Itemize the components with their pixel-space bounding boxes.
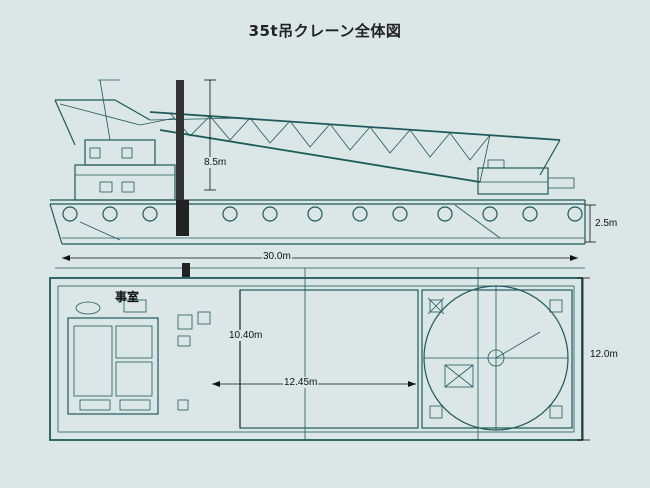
dim-label-hull-depth: 2.5m — [594, 218, 619, 229]
crane-base — [477, 159, 575, 195]
window — [121, 147, 133, 159]
crane-boom — [149, 111, 561, 183]
dim-label-beam: 12.0m — [589, 349, 619, 360]
counterweight — [547, 177, 575, 189]
fender — [567, 206, 583, 222]
drawing-title: 35t吊クレーン全体図 — [248, 22, 402, 40]
house-label: 事室 — [115, 290, 140, 304]
window — [99, 181, 113, 193]
side-elevation — [49, 79, 596, 245]
fender — [222, 206, 238, 222]
fender — [352, 206, 368, 222]
x-mark — [427, 297, 445, 315]
mast-plan-mark — [182, 263, 190, 277]
winch — [444, 364, 474, 388]
fitting — [177, 335, 191, 347]
pendant — [149, 117, 246, 121]
deckhouse-upper — [84, 139, 156, 166]
fender — [392, 206, 408, 222]
cab — [487, 159, 505, 169]
window — [89, 147, 101, 159]
plan-view — [49, 268, 590, 441]
antenna — [99, 79, 111, 141]
deckhouse-plan — [67, 299, 159, 415]
dim-label-length: 30.0m — [262, 251, 292, 262]
cabin — [115, 325, 153, 359]
bitt — [549, 299, 563, 313]
boom-bottom-chord — [159, 129, 481, 183]
dim-label-hold-width: 12.45m — [283, 377, 319, 388]
bitt — [177, 399, 189, 411]
fender — [62, 206, 78, 222]
deck-inner — [57, 285, 575, 433]
radius-line — [495, 331, 541, 359]
fitting — [197, 311, 211, 325]
mast-base — [176, 200, 189, 236]
fender — [102, 206, 118, 222]
mast — [176, 80, 184, 200]
bitt — [549, 405, 563, 419]
fender — [142, 206, 158, 222]
boom-lacing — [169, 112, 491, 183]
crane-pedestal-area — [421, 289, 573, 429]
fender — [307, 206, 323, 222]
arrow-left — [62, 255, 70, 261]
bow-rake — [49, 203, 63, 245]
back-stay — [59, 103, 176, 126]
a-frame-leg — [54, 99, 76, 146]
fender — [262, 206, 278, 222]
hatch — [123, 299, 147, 313]
fitting — [177, 314, 193, 330]
deckhouse-elevation — [74, 79, 176, 201]
bitt — [429, 405, 443, 419]
fender — [437, 206, 453, 222]
dim-label-hold-length: 10.40m — [228, 330, 264, 341]
cabin — [115, 361, 153, 397]
hull-brace — [454, 204, 501, 239]
house-outline — [67, 317, 159, 415]
cargo-hold — [239, 289, 419, 429]
winch-x — [444, 364, 474, 388]
fender — [522, 206, 538, 222]
a-frame-top — [55, 99, 151, 121]
arrow-right — [570, 255, 578, 261]
arrow-right — [408, 381, 416, 387]
boom-top-chord — [149, 111, 561, 141]
locker — [119, 399, 151, 411]
cabin — [73, 325, 113, 397]
dim-label-mast-height: 8.5m — [203, 157, 228, 168]
window — [121, 181, 135, 193]
bitt — [429, 299, 443, 313]
fender-row — [62, 206, 583, 222]
deck-outline — [49, 277, 583, 441]
deckhouse-lower — [74, 164, 176, 201]
hull-brace — [79, 221, 121, 241]
fender — [482, 206, 498, 222]
locker — [79, 399, 111, 411]
boom-tip — [539, 139, 561, 176]
capstan — [75, 301, 101, 315]
crane-housing — [477, 167, 549, 195]
arrow-left — [212, 381, 220, 387]
